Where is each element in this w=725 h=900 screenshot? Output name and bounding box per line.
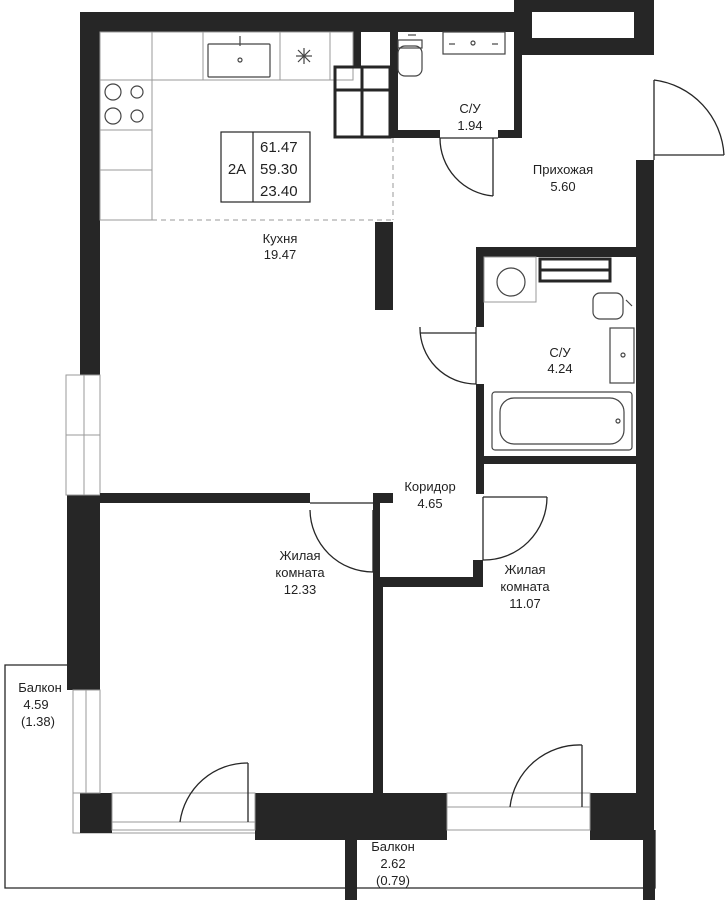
- living-right-name-1: Жилая: [504, 562, 545, 577]
- corridor-area: 4.65: [417, 496, 442, 511]
- balcony-left-area-reduced: (1.38): [21, 714, 55, 729]
- hallway-name: Прихожая: [533, 162, 593, 177]
- bath-large-name: С/У: [549, 345, 571, 360]
- kitchen-window: [65, 374, 101, 496]
- balcony-bottom-area-reduced: (0.79): [376, 873, 410, 888]
- left-room-window: [72, 689, 101, 794]
- balcony-bottom-name: Балкон: [371, 839, 415, 854]
- bath-small-name: С/У: [459, 101, 481, 116]
- area-excl-balcony: 59.30: [260, 161, 298, 178]
- apartment-type: 2A: [228, 161, 246, 178]
- total-area: 61.47: [260, 139, 298, 156]
- small-bath-fixtures: [397, 31, 506, 77]
- living-left-name-2: комната: [275, 565, 325, 580]
- living-right-area: 11.07: [509, 596, 541, 611]
- balcony-bottom-area: 2.62: [380, 856, 405, 871]
- bath-large-area: 4.24: [547, 361, 572, 376]
- large-bath-fixtures: [483, 256, 635, 451]
- hallway-area: 5.60: [550, 179, 575, 194]
- bottom-windows: [111, 792, 591, 831]
- shelf-unit: [333, 65, 392, 139]
- living-left-name-1: Жилая: [279, 548, 320, 563]
- balcony-left-area: 4.59: [23, 697, 48, 712]
- balcony-left-outline: [4, 664, 345, 889]
- kitchen-area: 19.47: [264, 247, 297, 262]
- living-left-area: 12.33: [284, 582, 317, 597]
- bath-small-area: 1.94: [457, 118, 482, 133]
- kitchen-name: Кухня: [263, 231, 298, 246]
- doors: [179, 79, 725, 823]
- room-labels: Кухня 19.47 С/У 1.94 Прихожая 5.60 С/У 4…: [18, 101, 593, 888]
- balcony-left-name: Балкон: [18, 680, 62, 695]
- outer-walls: [67, 0, 655, 900]
- living-area: 23.40: [260, 183, 298, 200]
- corridor-name: Коридор: [404, 479, 455, 494]
- living-right-name-2: комната: [500, 579, 550, 594]
- apartment-badge: 2A 61.47 59.30 23.40: [220, 131, 311, 203]
- kitchen-fixtures: [99, 31, 394, 221]
- interior-walls: [100, 32, 636, 793]
